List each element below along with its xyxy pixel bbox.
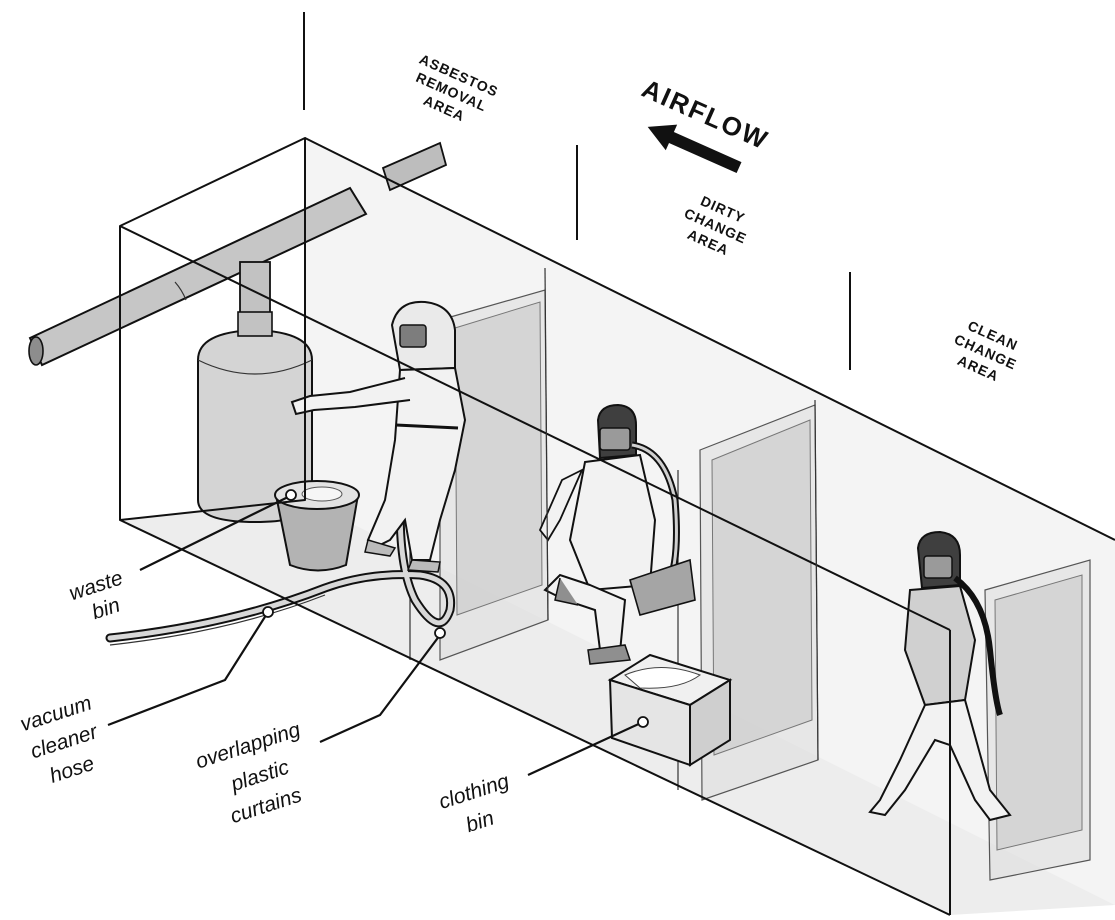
callout-label-line: hose bbox=[47, 752, 97, 788]
callout-label-line: bin bbox=[463, 807, 497, 838]
callout-plastic-curtains: overlapping plastic curtains bbox=[193, 628, 445, 828]
label-asbestos-removal-area: ASBESTOS REMOVAL AREA bbox=[402, 51, 501, 133]
callout-clothing-bin: clothing bin bbox=[436, 717, 648, 837]
label-dirty-change-area: DIRTY CHANGE AREA bbox=[675, 188, 757, 263]
airflow-indicator: AIRFLOW bbox=[624, 73, 774, 187]
callout-label-line: clothing bbox=[436, 770, 512, 814]
airflow-label: AIRFLOW bbox=[638, 73, 774, 155]
label-clean-change-area: CLEAN CHANGE AREA bbox=[945, 314, 1027, 389]
